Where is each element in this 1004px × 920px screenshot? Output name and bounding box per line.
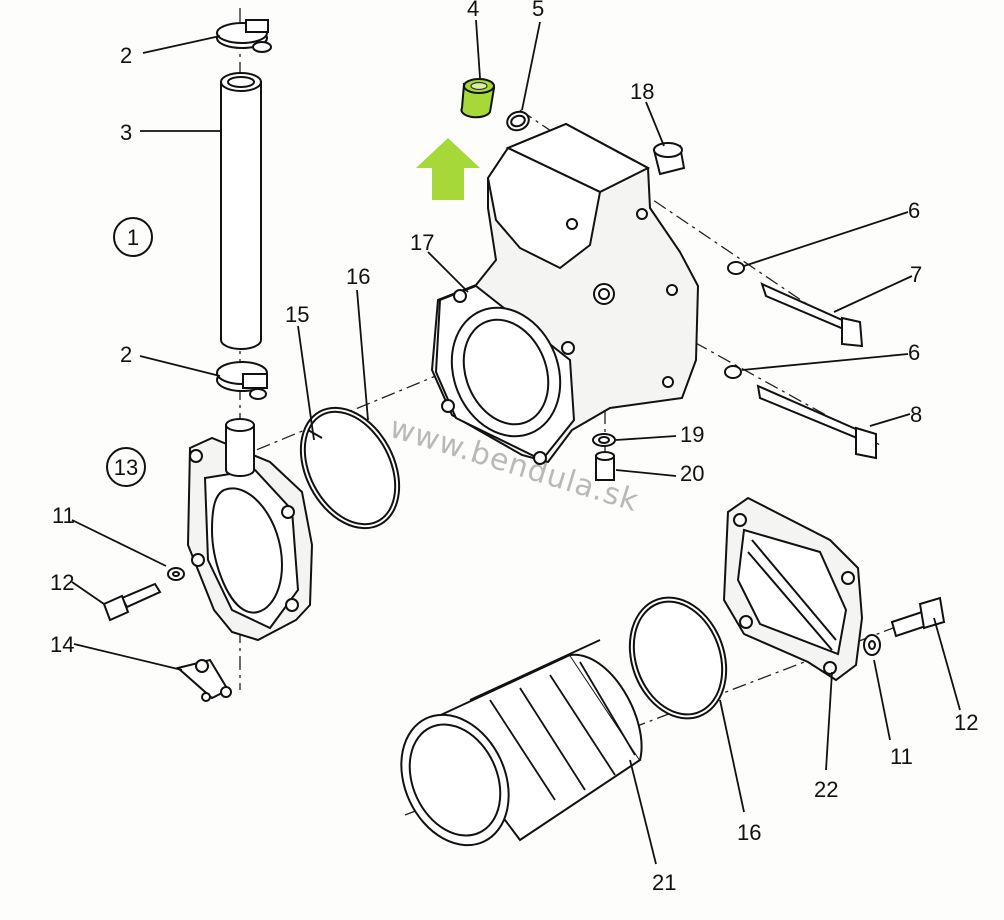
bolt-long-upper xyxy=(760,282,864,348)
callout-20: 20 xyxy=(680,461,704,486)
hose-clamp-bottom xyxy=(216,361,268,400)
group-marker-1: 1 xyxy=(113,217,153,257)
bolt-left xyxy=(102,582,162,622)
callout-5: 5 xyxy=(532,0,544,21)
callout-3: 3 xyxy=(120,120,132,145)
callout-4: 4 xyxy=(467,0,479,21)
end-cover-left xyxy=(186,418,314,642)
callout-labels: 2 3 2 4 5 18 6 7 6 8 17 16 15 19 20 11 1… xyxy=(50,0,978,895)
o-ring-left xyxy=(299,406,401,530)
callout-21: 21 xyxy=(652,870,676,895)
callout-12-left: 12 xyxy=(50,570,74,595)
hose-clamp-top xyxy=(216,19,272,53)
callout-8: 8 xyxy=(910,402,922,427)
group-label-1: 1 xyxy=(127,225,139,250)
o-ring-right xyxy=(628,596,728,720)
o-ring-small xyxy=(506,110,530,132)
callout-7: 7 xyxy=(910,262,922,287)
callout-22: 22 xyxy=(814,777,838,802)
bushing-highlighted xyxy=(460,78,496,119)
group-label-13: 13 xyxy=(114,455,138,480)
bolt-right xyxy=(890,596,946,638)
washer-lower-right xyxy=(724,365,742,379)
plug xyxy=(652,142,686,176)
up-arrow-icon xyxy=(416,138,480,200)
group-marker-13: 13 xyxy=(106,447,146,487)
callout-6-lower: 6 xyxy=(908,340,920,365)
callout-11-left: 11 xyxy=(52,503,75,528)
washer-upper-right xyxy=(727,261,745,275)
washer-left xyxy=(167,567,185,581)
leader-lines xyxy=(71,19,961,865)
callout-18: 18 xyxy=(630,79,654,104)
strainer-cylinder xyxy=(400,639,643,847)
callout-19: 19 xyxy=(680,422,704,447)
callout-15: 15 xyxy=(285,302,309,327)
callout-16-left: 16 xyxy=(346,264,370,289)
gear-housing xyxy=(430,122,700,465)
callout-16-right: 16 xyxy=(737,820,761,845)
callout-12-right: 12 xyxy=(954,710,978,735)
end-cover-right xyxy=(722,496,864,682)
drain-tap xyxy=(175,658,232,702)
drain-plug xyxy=(595,451,615,481)
callout-2-top: 2 xyxy=(120,43,132,68)
seal-washer xyxy=(592,433,616,447)
pipe xyxy=(220,72,262,350)
callout-2-bottom: 2 xyxy=(120,342,132,367)
callout-11-right: 11 xyxy=(890,744,913,769)
bolt-long-lower xyxy=(756,384,877,460)
callout-6-upper: 6 xyxy=(908,198,920,223)
callout-17: 17 xyxy=(410,230,434,255)
callout-14: 14 xyxy=(50,632,74,657)
washer-right xyxy=(863,634,881,656)
